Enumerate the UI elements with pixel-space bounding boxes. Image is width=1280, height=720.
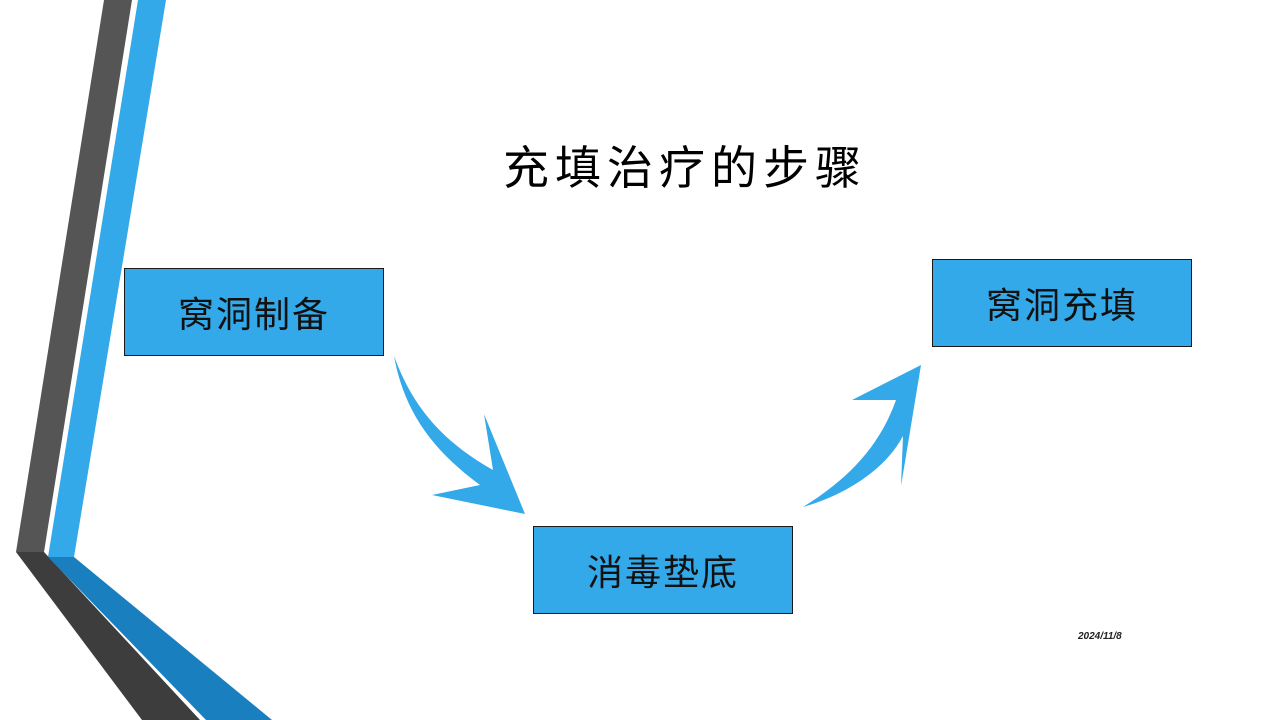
gray-stripe xyxy=(16,0,132,552)
step-label: 窝洞充填 xyxy=(985,286,1138,327)
step-box-cavity-preparation: 窝洞制备 xyxy=(124,268,384,356)
step-box-cavity-filling: 窝洞充填 xyxy=(932,259,1192,347)
blue-diagonal xyxy=(48,557,272,720)
step-label: 消毒垫底 xyxy=(586,553,739,594)
charcoal-diagonal xyxy=(16,552,200,720)
blue-stripe xyxy=(48,0,166,557)
slide-title: 充填治疗的步骤 xyxy=(503,141,867,195)
step-label: 窝洞制备 xyxy=(177,295,330,336)
step-box-disinfection-base: 消毒垫底 xyxy=(533,526,793,614)
slide-date: 2024/11/8 xyxy=(1078,631,1122,642)
